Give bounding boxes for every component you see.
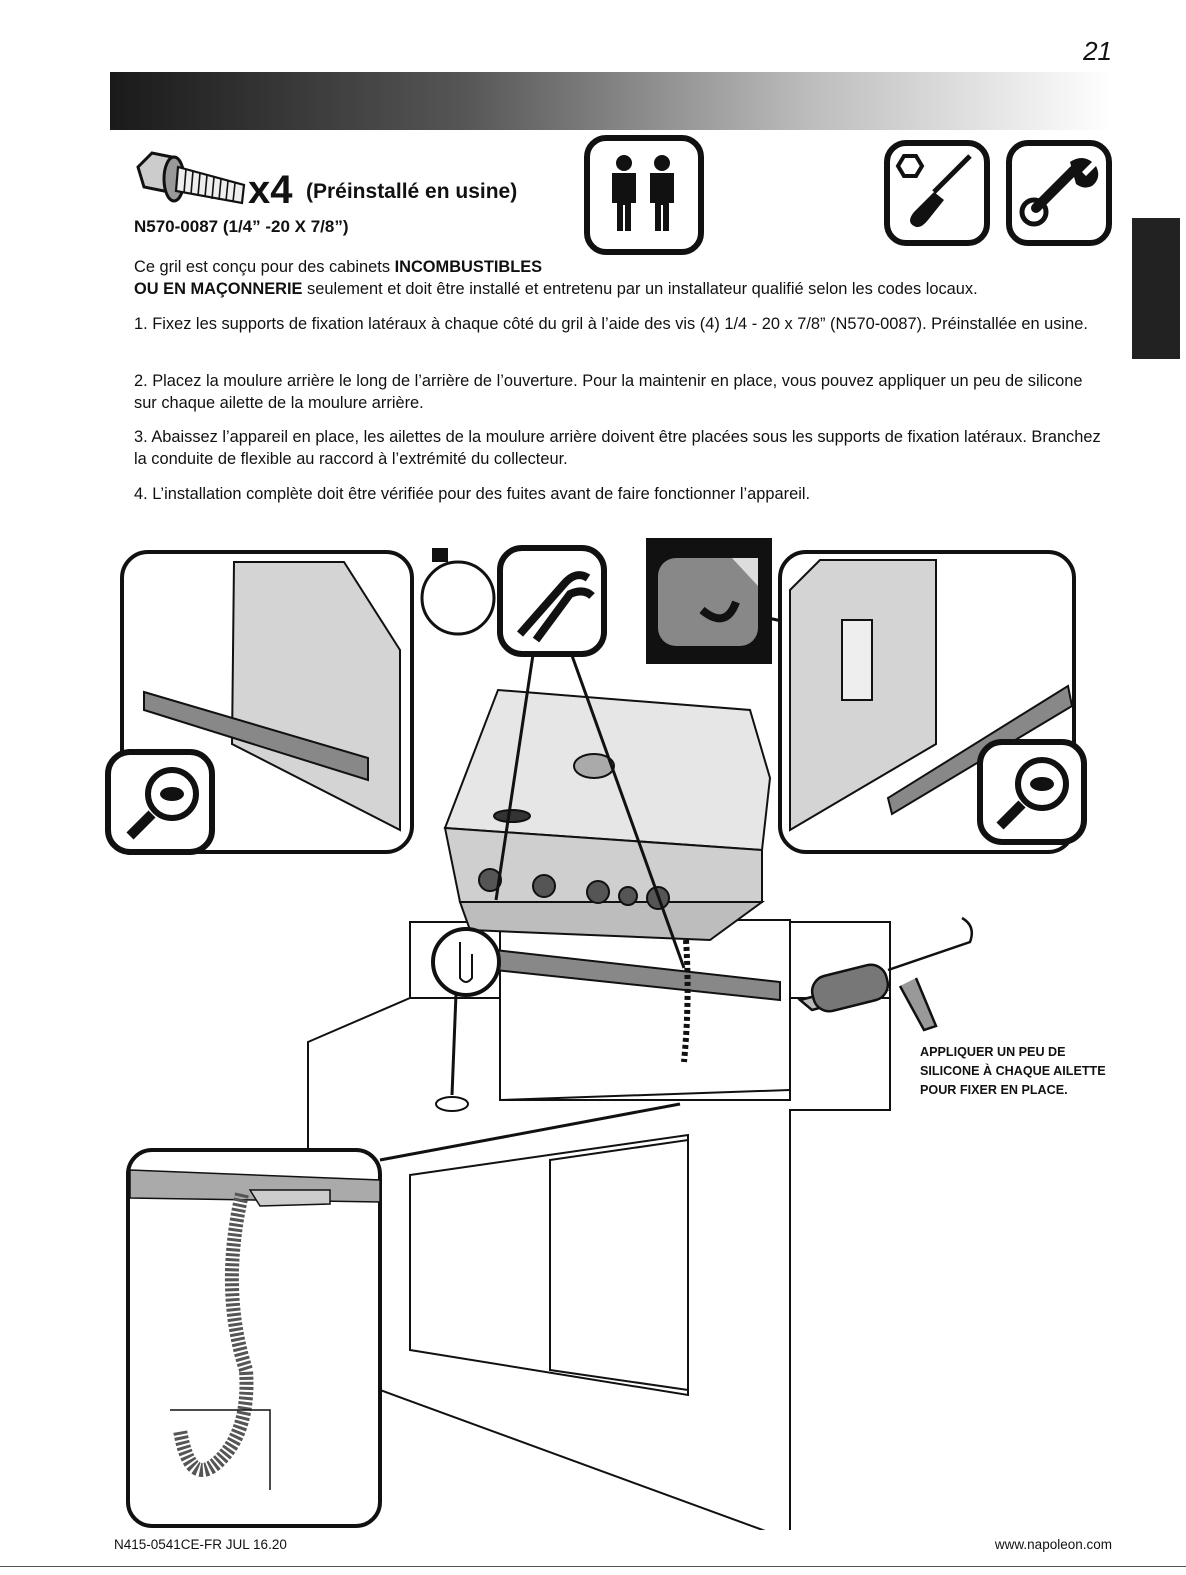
- detail-hose: [126, 1148, 382, 1528]
- wrench-icon: [1006, 140, 1112, 246]
- step-2: 2. Placez la moulure arrière le long de …: [134, 372, 1083, 412]
- step-1: 1. Fixez les supports de fixation latéra…: [134, 315, 1088, 333]
- pliers-icon: [497, 545, 607, 657]
- cabinet-island: [307, 919, 891, 1530]
- bolt-icon: [136, 151, 246, 205]
- callout-line-2: SILICONE À CHAQUE AILETTE: [920, 1064, 1106, 1078]
- callout-line-3: POUR FIXER EN PLACE.: [920, 1083, 1068, 1097]
- hardware-preinstalled-note: (Préinstallé en usine): [306, 180, 518, 203]
- intro-line2-bold: OU EN MAÇONNERIE: [134, 280, 303, 298]
- eye-inspect-icon-right: [977, 739, 1087, 845]
- hardware-quantity: x4: [248, 168, 293, 212]
- intro-line2-rest: seulement et doit être installé et entre…: [302, 280, 978, 298]
- installation-illustration: [105, 538, 1087, 1530]
- caulking-gun: [797, 916, 973, 1032]
- intro-line1-prefix: Ce gril est conçu pour des cabinets: [134, 258, 395, 276]
- page-number: 21: [1083, 36, 1112, 66]
- language-side-tab: [1132, 218, 1180, 359]
- screwdriver-icon: [884, 140, 990, 246]
- section-header-bar: [110, 72, 1112, 130]
- two-people-icon: [584, 135, 704, 255]
- step-4: 4. L’installation complète doit être vér…: [134, 485, 811, 503]
- intro-line1-bold: INCOMBUSTIBLES: [394, 258, 543, 276]
- grill-head: [443, 688, 772, 942]
- footer-doc-code: N415-0541CE-FR JUL 16.20: [114, 1537, 287, 1552]
- zip-tie-icon: [420, 548, 496, 636]
- silicone-callout: APPLIQUER UN PEU DE SILICONE À CHAQUE AI…: [920, 1043, 1120, 1100]
- hardware-part-number: N570-0087 (1/4” -20 X 7/8”): [134, 217, 349, 236]
- callout-line-1: APPLIQUER UN PEU DE: [920, 1045, 1066, 1059]
- eye-inspect-icon-left: [105, 749, 215, 855]
- intro-paragraph: Ce gril est conçu pour des cabinets INCO…: [134, 256, 1109, 300]
- footer-website: www.napoleon.com: [994, 1537, 1112, 1552]
- step-3: 3. Abaissez l’appareil en place, les ail…: [134, 428, 1101, 468]
- tape-peel-icon: [646, 538, 772, 664]
- bottom-divider: [0, 1566, 1186, 1567]
